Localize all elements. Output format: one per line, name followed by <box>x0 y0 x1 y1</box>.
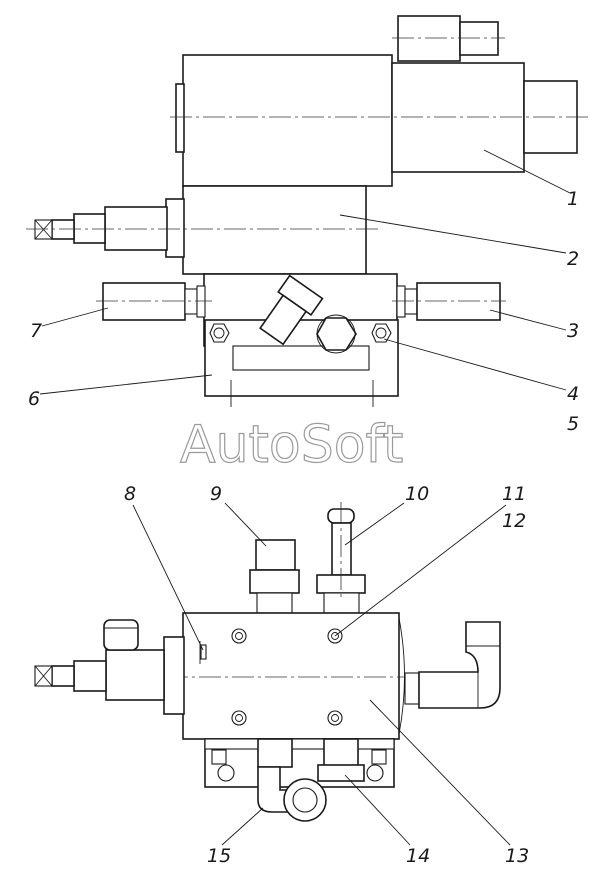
callout-8: 8 <box>124 483 136 505</box>
banjo-fitting-15 <box>257 738 327 822</box>
leader-1 <box>483 149 571 194</box>
top-view-assembly: 1 2 3 4 5 6 7 <box>26 15 590 435</box>
callout-1: 1 <box>567 188 579 210</box>
bottom-view-assembly: 8 9 10 11 12 13 14 15 <box>34 483 529 867</box>
leader-13 <box>369 699 511 846</box>
callout-13: 13 <box>505 845 529 867</box>
main-body-13 <box>100 612 420 740</box>
solenoid-coil <box>170 54 590 187</box>
callout-10: 10 <box>405 483 429 505</box>
leader-3 <box>489 309 567 331</box>
leader-4 <box>383 338 567 391</box>
callout-3: 3 <box>567 320 579 342</box>
elbow-fitting <box>404 621 501 709</box>
callout-7: 7 <box>30 320 42 342</box>
port-fitting-14 <box>317 738 365 782</box>
manual-override <box>34 619 185 715</box>
leader-6 <box>39 374 213 395</box>
hose-nipple-10 <box>316 502 366 614</box>
callout-9: 9 <box>210 483 222 505</box>
callout-12: 12 <box>502 510 526 532</box>
leader-14 <box>344 774 411 846</box>
callout-5: 5 <box>567 413 579 435</box>
callout-11: 11 <box>502 483 526 505</box>
fitting-9 <box>249 539 300 614</box>
leader-10 <box>344 502 405 546</box>
callout-14: 14 <box>406 845 430 867</box>
callout-15: 15 <box>207 845 231 867</box>
connector-plug <box>392 15 505 62</box>
leader-15 <box>221 807 264 846</box>
leader-9 <box>224 502 267 547</box>
watermark: AutoSoft <box>180 415 403 475</box>
base-block <box>203 273 399 407</box>
right-side-fitting <box>392 282 506 321</box>
leader-11 <box>334 504 507 637</box>
valve-body <box>26 185 378 275</box>
callout-2: 2 <box>567 248 579 270</box>
callout-4: 4 <box>567 383 579 405</box>
left-side-fitting <box>96 282 212 321</box>
leader-7 <box>41 307 109 327</box>
leader-2 <box>339 214 567 254</box>
leader-8 <box>132 504 204 651</box>
callout-6: 6 <box>28 388 40 410</box>
